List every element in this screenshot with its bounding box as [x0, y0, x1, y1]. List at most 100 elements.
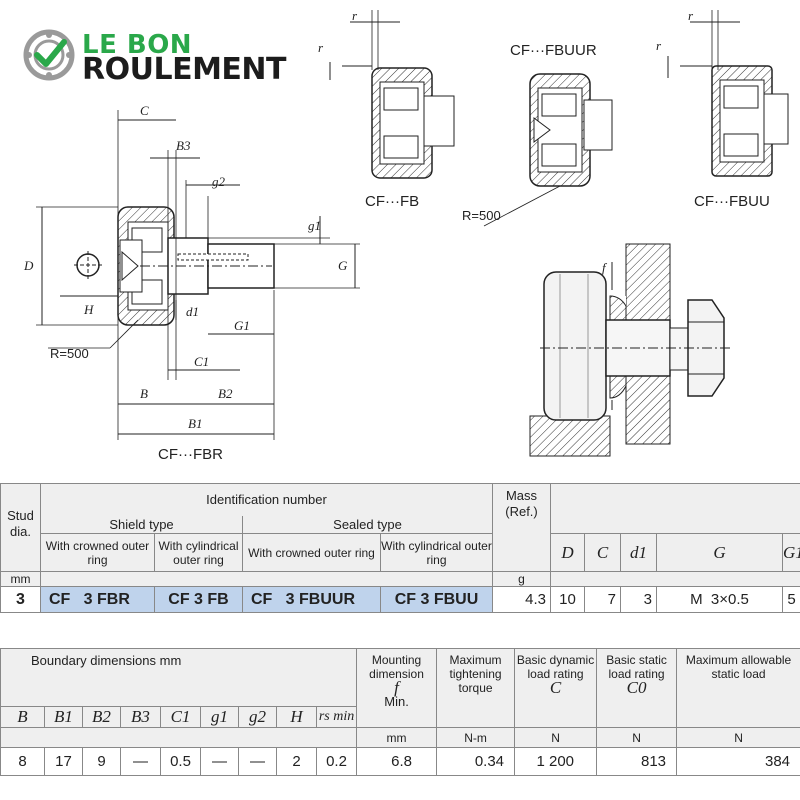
d-value: 10 — [550, 586, 585, 613]
sealed-crowned-header: With crowned outer ring — [242, 533, 381, 572]
brand-logo: LE BON ROULEMENT — [22, 26, 302, 87]
col-g1-header: G1 — [781, 533, 800, 572]
col-d-header: D — [550, 533, 585, 572]
col-b3-header: B3 — [120, 706, 161, 728]
max-static-value: 384 — [676, 747, 800, 776]
fbuu-bearing-view — [667, 10, 789, 177]
part-fb: CF 3 FB — [154, 586, 243, 613]
b1-value: 17 — [44, 747, 83, 776]
stud-dia-label: Stud dia. — [7, 508, 34, 539]
main-bearing-view — [36, 110, 360, 440]
part-fbr: CF 3 FBR — [40, 586, 155, 613]
label-dim-c: C — [140, 103, 149, 118]
max-static-unit: N — [676, 727, 800, 748]
static-value: 813 — [596, 747, 678, 776]
g2-value: — — [238, 747, 277, 776]
torque-value: 0.34 — [436, 747, 516, 776]
label-r-fbuu-top: r — [688, 8, 694, 23]
label-dim-b2: B2 — [218, 386, 233, 401]
b-value: 8 — [0, 747, 45, 776]
label-dim-f: f — [602, 260, 608, 275]
max-static-label: Maximum allowable static load — [676, 648, 800, 728]
bearing-logo-icon — [23, 29, 75, 81]
static-symbol: C0 — [626, 678, 647, 697]
col-b1-header: B1 — [44, 706, 83, 728]
col-d1-header: d1 — [620, 533, 657, 572]
label-dim-h: H — [83, 302, 94, 317]
rsmin-value: 0.2 — [315, 747, 358, 776]
label-dim-g1: g1 — [308, 218, 321, 233]
mass-value: 4.3 — [492, 586, 551, 613]
sealed-type-header: Sealed type — [242, 515, 493, 534]
mounting-label: Mounting dimension — [369, 653, 424, 681]
col-b2-header: B2 — [82, 706, 121, 728]
label-dim-b3: B3 — [176, 138, 191, 153]
label-r500-main: R=500 — [50, 346, 89, 361]
mounting-value: 6.8 — [356, 747, 438, 776]
bearing-drawing-svg: CF···FBR CF···FB CF···FBUUR CF···FBUU R=… — [23, 8, 789, 463]
boundary-dimensions-table: Boundary dimensions mm Mounting dimensio… — [0, 648, 800, 776]
mounting-min: Min. — [384, 694, 409, 709]
dynamic-unit: N — [514, 727, 598, 748]
sealed-cylindrical-header: With cylindrical outer ring — [380, 533, 493, 572]
g1-value-2: — — [200, 747, 239, 776]
mounting-view — [529, 243, 732, 457]
col-c1-header: C1 — [160, 706, 201, 728]
col-b-header: B — [0, 706, 45, 728]
shield-crowned-header: With crowned outer ring — [40, 533, 155, 572]
torque-unit: N-m — [436, 727, 516, 748]
label-dim-g2: g2 — [212, 174, 226, 189]
d1-value: 3 — [620, 586, 657, 613]
static-label: Basic static load rating — [606, 653, 667, 681]
dynamic-value: 1 200 — [514, 747, 598, 776]
c-value: 7 — [584, 586, 621, 613]
label-dim-g: G — [338, 258, 348, 273]
stud-value: 3 — [0, 586, 41, 613]
table-row: 3 CF 3 FBR CF 3 FB CF 3 FBUUR CF 3 FBUU … — [0, 586, 800, 613]
technical-drawing: LE BON ROULEMENT — [22, 8, 789, 463]
label-dim-d: D — [23, 258, 34, 273]
boundary-dimensions-header: Boundary dimensions mm — [0, 648, 358, 707]
label-r500-fbuur: R=500 — [462, 208, 501, 223]
stud-unit: mm — [0, 571, 41, 587]
c1-value: 0.5 — [160, 747, 201, 776]
col-g-header: G — [656, 533, 783, 572]
static-unit: N — [596, 727, 678, 748]
logo-line1: LE BON — [82, 30, 193, 60]
label-cf-fbuur: CF···FBUUR — [510, 42, 597, 59]
fb-bearing-view — [329, 10, 455, 179]
label-dim-d1: d1 — [186, 304, 199, 319]
col-c-header: C — [584, 533, 621, 572]
b2-value: 9 — [82, 747, 121, 776]
identification-table: Stud dia. Identification number Mass (Re… — [0, 483, 800, 613]
identification-number-header: Identification number — [40, 483, 493, 516]
label-r-fb-top: r — [352, 8, 358, 23]
label-cf-fbr: CF···FBR — [158, 446, 223, 463]
mounting-symbol: f — [394, 678, 399, 697]
dynamic-symbol: C — [549, 678, 562, 697]
label-cf-fb: CF···FB — [365, 193, 419, 210]
torque-label: Maximum tightening torque — [436, 648, 516, 728]
h-value: 2 — [276, 747, 317, 776]
col-h-header: H — [276, 706, 317, 728]
fbuur-bearing-view — [483, 73, 613, 227]
g-value: M 3×0.5 — [656, 586, 783, 613]
part-fbuu: CF 3 FBUU — [380, 586, 493, 613]
mass-unit: g — [492, 571, 551, 587]
label-dim-b: B — [140, 386, 148, 401]
label-r-fb-side: r — [318, 40, 324, 55]
mass-label: Mass (Ref.) — [505, 488, 538, 519]
label-dim-g1-upper: G1 — [234, 318, 250, 333]
table-row: 8 17 9 — 0.5 — — 2 0.2 6.8 0.34 1 200 81… — [0, 747, 800, 776]
b3-value: — — [120, 747, 161, 776]
label-dim-b1: B1 — [188, 416, 202, 431]
label-cf-fbuu: CF···FBUU — [694, 193, 770, 210]
col-g1-header: g1 — [200, 706, 239, 728]
label-r-fbuu-side: r — [656, 38, 662, 53]
col-g2-header: g2 — [238, 706, 277, 728]
logo-line2: ROULEMENT — [82, 52, 287, 87]
label-dim-c1: C1 — [194, 354, 209, 369]
shield-type-header: Shield type — [40, 515, 243, 534]
mounting-unit: mm — [356, 727, 438, 748]
col-rsmin-header: rs min — [315, 706, 358, 728]
